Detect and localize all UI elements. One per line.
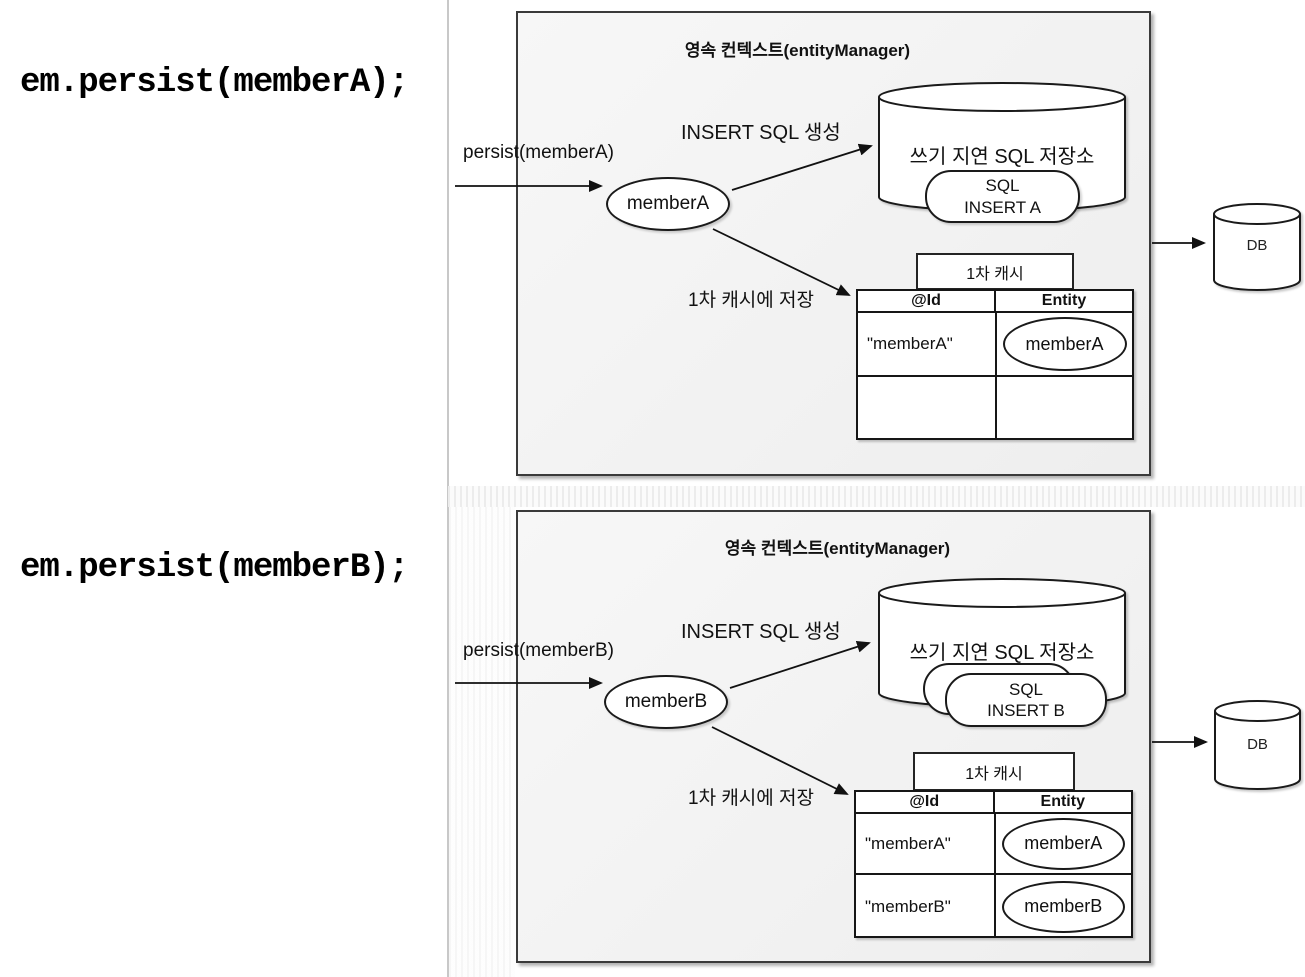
table-cell-id bbox=[858, 377, 995, 438]
sql-pill-line2: INSERT A bbox=[964, 197, 1041, 217]
cache-table-2: @Id Entity "memberA" memberA "memberB" m… bbox=[854, 790, 1133, 938]
sql-pill-line1: SQL bbox=[985, 176, 1020, 196]
table-cell-entity: memberA bbox=[995, 313, 1132, 375]
db-label-1: DB bbox=[1246, 237, 1268, 254]
cached-entity-ellipse-memberA: memberA bbox=[1002, 317, 1127, 371]
cached-entity-ellipse-memberB: memberB bbox=[1001, 880, 1125, 933]
context-title-1: 영속 컨텍스트(entityManager) bbox=[684, 41, 911, 60]
code-line-persist-memberB: em.persist(memberB); bbox=[20, 549, 409, 587]
write-behind-storage-label-2: 쓰기 지연 SQL 저장소 bbox=[909, 642, 1095, 664]
persist-call-label-2: persist(memberB) bbox=[463, 640, 614, 661]
cache-table-header-row: @Id Entity bbox=[856, 792, 1131, 814]
table-cell-entity bbox=[995, 377, 1132, 438]
first-level-cache-tab-2: 1차 캐시 bbox=[913, 752, 1075, 791]
persist-call-label-1: persist(memberA) bbox=[463, 142, 614, 163]
cache-save-label-1: 1차 캐시에 저장 bbox=[688, 290, 815, 311]
code-line-persist-memberA: em.persist(memberA); bbox=[20, 64, 409, 102]
table-row: "memberA" memberA bbox=[858, 313, 1132, 377]
first-level-cache-tab-1: 1차 캐시 bbox=[916, 253, 1074, 290]
sql-insert-pill-1: SQL INSERT A bbox=[925, 170, 1080, 223]
cache-save-label-2: 1차 캐시에 저장 bbox=[688, 788, 815, 809]
table-row bbox=[858, 377, 1132, 438]
entity-ellipse-memberA: memberA bbox=[606, 177, 730, 231]
table-cell-id: "memberA" bbox=[867, 334, 953, 353]
table-header-entity: Entity bbox=[992, 792, 1132, 812]
table-header-entity: Entity bbox=[994, 291, 1132, 311]
cache-table-1: @Id Entity "memberA" memberA bbox=[856, 289, 1134, 440]
insert-sql-label-1: INSERT SQL 생성 bbox=[681, 122, 841, 144]
cached-entity-ellipse-memberA: memberA bbox=[1001, 817, 1125, 870]
table-header-id: @Id bbox=[909, 793, 940, 810]
table-cell-entity: memberB bbox=[993, 875, 1132, 938]
table-cell-id: "memberA" bbox=[865, 833, 951, 853]
table-cell-entity: memberA bbox=[993, 814, 1132, 873]
texture-band bbox=[448, 486, 1305, 507]
sql-pill-line1: SQL bbox=[1008, 679, 1044, 699]
db-label-2: DB bbox=[1247, 736, 1268, 753]
table-header-id: @Id bbox=[911, 292, 941, 309]
cache-table-header-row: @Id Entity bbox=[858, 291, 1132, 313]
write-behind-storage-label-1: 쓰기 지연 SQL 저장소 bbox=[909, 146, 1095, 168]
sql-pill-line2: INSERT B bbox=[987, 701, 1065, 720]
context-title-2: 영속 컨텍스트(entityManager) bbox=[724, 539, 951, 558]
sql-insert-pill-2: SQL INSERT B bbox=[945, 673, 1107, 727]
insert-sql-label-2: INSERT SQL 생성 bbox=[681, 621, 841, 643]
table-row: "memberB" memberB bbox=[856, 875, 1131, 938]
table-cell-id: "memberB" bbox=[865, 896, 951, 916]
texture-strip bbox=[449, 507, 515, 977]
table-row: "memberA" memberA bbox=[856, 814, 1131, 875]
entity-ellipse-memberB: memberB bbox=[604, 675, 728, 729]
